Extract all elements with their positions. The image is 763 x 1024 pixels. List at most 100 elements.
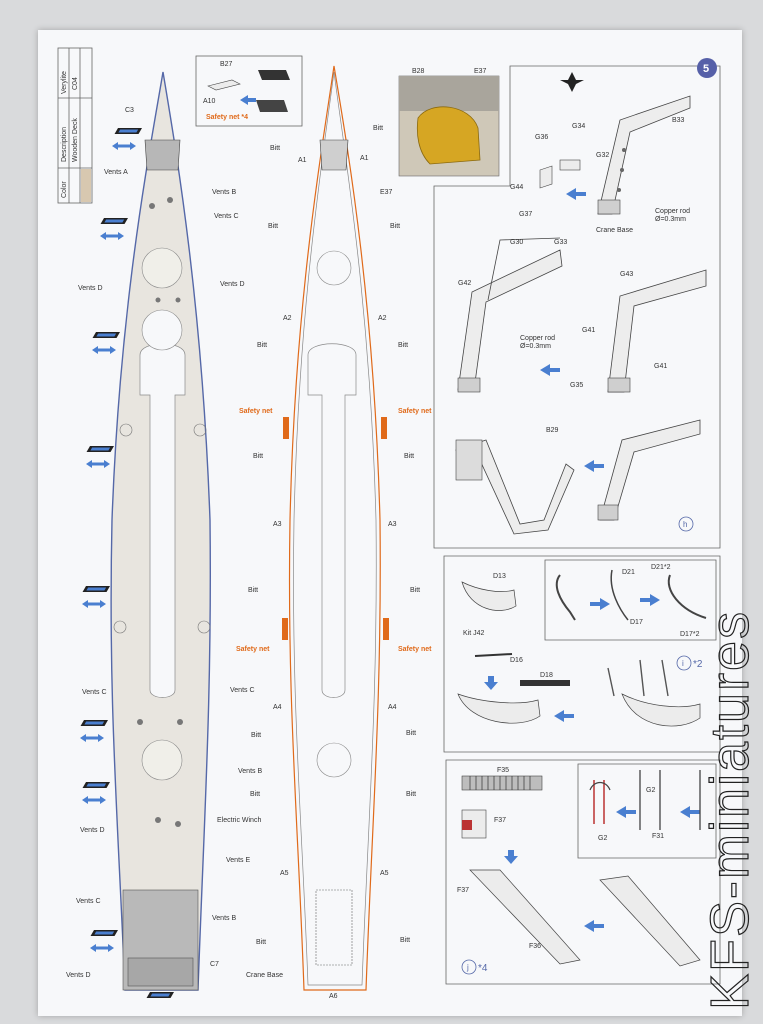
ladder-panel: F35 F37 F37 F36 G2 G2 F31 j *4 [445, 759, 721, 985]
label-bitt: Bitt [390, 223, 400, 230]
label-a4: A4 [273, 704, 282, 711]
label-bitt: Bitt [256, 939, 266, 946]
label-d17: D17 [630, 619, 643, 626]
label-b27: B27 [220, 61, 233, 68]
label-a3: A3 [273, 521, 282, 528]
double-arrow-icon [82, 796, 106, 804]
label-vents-e: Vents E [226, 857, 250, 864]
double-arrow-icon [112, 142, 136, 150]
arrow-icon [640, 594, 660, 606]
photo-inset: B28 E37 [398, 68, 500, 177]
label-copper-rod: Copper rod [655, 208, 690, 215]
label-d13: D13 [493, 573, 506, 580]
label-bitt: Bitt [406, 730, 416, 737]
label-b28: B28 [412, 68, 425, 75]
label-a4: A4 [388, 704, 397, 711]
label-d17-x2: D17*2 [680, 631, 700, 638]
double-arrow-icon [86, 460, 110, 468]
arrow-icon [616, 806, 636, 818]
label-vents-b-2: Vents B [238, 768, 262, 775]
label-g36: G36 [535, 134, 548, 141]
label-vents-c-3: Vents C [230, 687, 255, 694]
label-electric-winch: Electric Winch [217, 817, 261, 824]
sub-step-h: h [683, 520, 687, 529]
arrow-icon [240, 95, 256, 105]
arrow-icon [504, 850, 518, 864]
direction-markers [80, 128, 174, 998]
label-vents-b-3: Vents B [212, 915, 236, 922]
label-f37-2: F37 [457, 887, 469, 894]
double-arrow-icon [80, 734, 104, 742]
label-rod-diameter: Ø=0.3mm [655, 216, 686, 223]
label-crane-base: Crane Base [246, 972, 283, 979]
label-g43: G43 [620, 271, 633, 278]
label-g41-2: G41 [654, 363, 667, 370]
label-g37: G37 [519, 211, 532, 218]
middle-deck: Bitt Bitt A1 A1 E37 Bitt Bitt A2 A2 Bitt… [236, 65, 432, 1000]
label-safety-net: Safety net [239, 408, 273, 415]
step-number: 5 [703, 63, 709, 75]
label-copper-rod-2: Copper rod [520, 335, 555, 342]
verylite-header: Verylite [61, 71, 68, 94]
label-g44: G44 [510, 184, 523, 191]
label-bitt: Bitt [373, 125, 383, 132]
label-vents-d-1: Vents D [78, 285, 103, 292]
double-arrow-icon [100, 232, 124, 240]
label-a1: A1 [360, 155, 369, 162]
sub-step-j: j [466, 963, 469, 972]
label-a2: A2 [378, 315, 387, 322]
label-a2: A2 [283, 315, 292, 322]
label-bitt: Bitt [270, 145, 280, 152]
label-a3: A3 [388, 521, 397, 528]
label-d21-x2: D21*2 [651, 564, 671, 571]
label-b33: B33 [672, 117, 685, 124]
label-g34: G34 [572, 123, 585, 130]
label-d16: D16 [510, 657, 523, 664]
label-g33: G33 [554, 239, 567, 246]
left-deck: C3 Vents A Vents B Vents C Vents D Vents… [66, 71, 262, 991]
arrow-icon [590, 598, 610, 610]
label-e37: E37 [474, 68, 487, 75]
label-vents-c-4: Vents C [76, 898, 101, 905]
arrow-icon [554, 710, 574, 722]
label-g2-2: G2 [646, 787, 655, 794]
label-f35: F35 [497, 767, 509, 774]
label-c3: C3 [125, 107, 134, 114]
crane-panel: 5 B33 G36 G34 G32 G44 G37 Crane Base Cop… [433, 58, 721, 549]
label-vents-d-2: Vents D [220, 281, 245, 288]
label-g2: G2 [598, 835, 607, 842]
label-bitt: Bitt [410, 587, 420, 594]
label-safety-net: Safety net [236, 646, 270, 653]
label-bitt: Bitt [404, 453, 414, 460]
label-vents-b: Vents B [212, 189, 236, 196]
color-table: Color Description Verylite Wooden Deck C… [57, 47, 93, 204]
label-bitt: Bitt [400, 937, 410, 944]
sub-step-i: i [682, 659, 684, 668]
arrow-icon [566, 188, 586, 200]
label-g42: G42 [458, 280, 471, 287]
wooden-deck-swatch [81, 169, 91, 202]
arrow-icon [484, 676, 498, 690]
label-a10: A10 [203, 98, 216, 105]
label-vents-a: Vents A [104, 169, 128, 176]
label-vents-c: Vents C [214, 213, 239, 220]
label-bitt: Bitt [253, 453, 263, 460]
label-d21: D21 [622, 569, 635, 576]
label-a6: A6 [329, 993, 338, 1000]
label-bitt: Bitt [398, 342, 408, 349]
arrow-icon [584, 460, 604, 472]
arrow-icon [584, 920, 604, 932]
safety-net-inset: B27 A10 Safety net *4 [195, 55, 303, 127]
label-bitt: Bitt [268, 223, 278, 230]
label-bitt: Bitt [250, 791, 260, 798]
step-number-badge [697, 58, 717, 78]
label-g41: G41 [582, 327, 595, 334]
label-b29: B29 [546, 427, 559, 434]
description-header: Description [61, 127, 68, 162]
label-crane-base: Crane Base [596, 227, 633, 234]
double-arrow-icon [92, 346, 116, 354]
watermark-text: KFS-miniatures [700, 610, 760, 1010]
label-vents-d-4: Vents D [66, 972, 91, 979]
label-g30: G30 [510, 239, 523, 246]
label-f31: F31 [652, 833, 664, 840]
